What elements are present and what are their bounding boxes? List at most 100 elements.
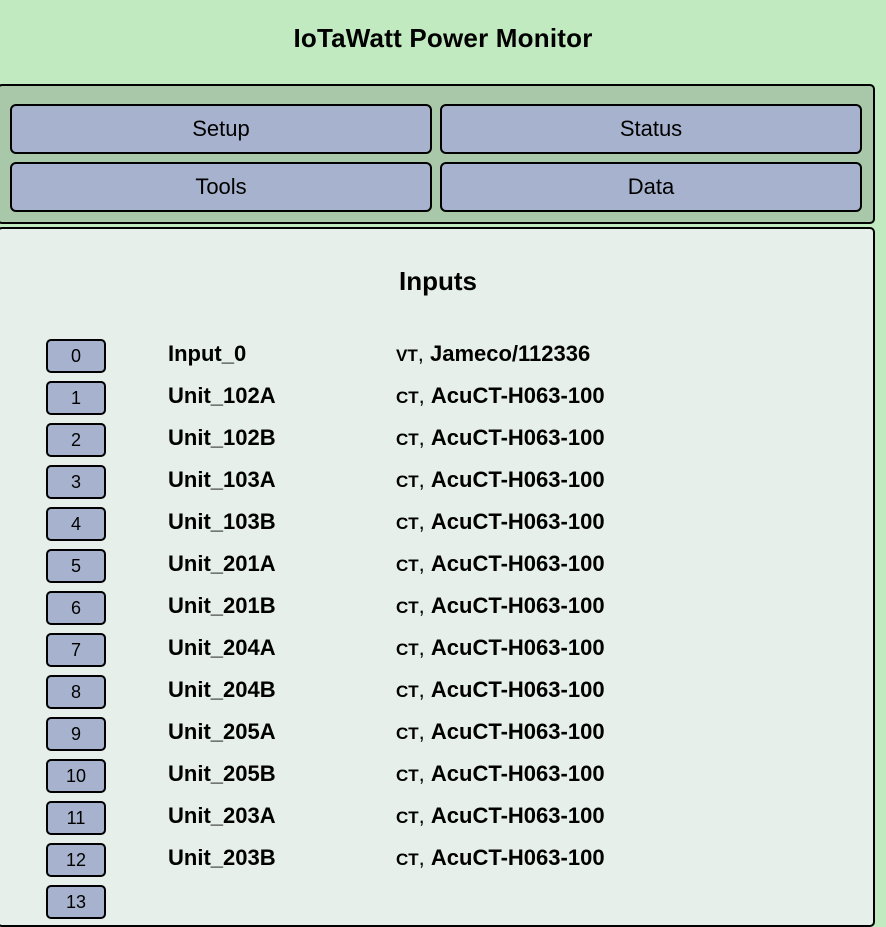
sensor-model: AcuCT-H063-100: [430, 719, 605, 744]
sensor-separator: ,: [418, 509, 425, 534]
input-sensor: CT, AcuCT-H063-100: [396, 803, 605, 829]
input-name: Unit_204A: [168, 635, 276, 660]
sensor-type-code: CT: [396, 556, 419, 575]
sensor-separator: ,: [418, 803, 425, 828]
sensor-separator: ,: [418, 845, 425, 870]
tools-button[interactable]: Tools: [10, 162, 432, 212]
sensor-type-code: CT: [396, 850, 419, 869]
sensor-model: AcuCT-H063-100: [430, 509, 605, 534]
sensor-separator: ,: [418, 551, 425, 576]
sensor-separator: ,: [417, 341, 424, 366]
input-sensor: VT, Jameco/112336: [396, 341, 590, 367]
sensor-model: AcuCT-H063-100: [430, 677, 605, 702]
sensor-type-code: CT: [396, 472, 419, 491]
sensor-model: Jameco/112336: [429, 341, 591, 366]
input-row: 11 Unit_203A CT, AcuCT-H063-100: [0, 801, 877, 837]
sensor-type-code: CT: [396, 430, 419, 449]
sensor-type-code: CT: [396, 724, 419, 743]
sensor-type-code: CT: [396, 514, 419, 533]
input-row: 12 Unit_203B CT, AcuCT-H063-100: [0, 843, 877, 879]
input-name: Unit_102B: [168, 425, 276, 450]
input-sensor: CT, AcuCT-H063-100: [396, 719, 605, 745]
input-sensor: CT, AcuCT-H063-100: [396, 467, 605, 493]
channel-button[interactable]: 7: [46, 633, 106, 667]
input-sensor: CT, AcuCT-H063-100: [396, 761, 605, 787]
input-name: Unit_201A: [168, 551, 276, 576]
input-row: 9 Unit_205A CT, AcuCT-H063-100: [0, 717, 877, 753]
input-name: Unit_203B: [168, 845, 276, 870]
input-row: 10 Unit_205B CT, AcuCT-H063-100: [0, 759, 877, 795]
input-sensor: CT, AcuCT-H063-100: [396, 677, 605, 703]
sensor-model: AcuCT-H063-100: [430, 551, 605, 576]
input-name: Unit_205B: [168, 761, 276, 786]
sensor-type-code: CT: [396, 388, 419, 407]
input-name: Unit_102A: [168, 383, 276, 408]
channel-button[interactable]: 8: [46, 675, 106, 709]
input-sensor: CT, AcuCT-H063-100: [396, 509, 605, 535]
input-row: 8 Unit_204B CT, AcuCT-H063-100: [0, 675, 877, 711]
channel-button[interactable]: 9: [46, 717, 106, 751]
input-row: 2 Unit_102B CT, AcuCT-H063-100: [0, 423, 877, 459]
sensor-model: AcuCT-H063-100: [430, 467, 605, 492]
input-name: Unit_103A: [168, 467, 276, 492]
sensor-model: AcuCT-H063-100: [430, 383, 605, 408]
sensor-separator: ,: [418, 593, 425, 618]
input-row: 4 Unit_103B CT, AcuCT-H063-100: [0, 507, 877, 543]
input-row: 13: [0, 885, 877, 921]
input-name: Unit_103B: [168, 509, 276, 534]
input-row: 7 Unit_204A CT, AcuCT-H063-100: [0, 633, 877, 669]
setup-button[interactable]: Setup: [10, 104, 432, 154]
channel-button[interactable]: 11: [46, 801, 106, 835]
input-sensor: CT, AcuCT-H063-100: [396, 635, 605, 661]
sensor-type-code: CT: [396, 598, 419, 617]
channel-button[interactable]: 10: [46, 759, 106, 793]
sensor-separator: ,: [418, 635, 425, 660]
channel-button[interactable]: 6: [46, 591, 106, 625]
input-sensor: CT, AcuCT-H063-100: [396, 551, 605, 577]
input-sensor: CT, AcuCT-H063-100: [396, 593, 605, 619]
sensor-model: AcuCT-H063-100: [430, 845, 605, 870]
sensor-type-code: VT: [396, 346, 418, 365]
channel-button[interactable]: 3: [46, 465, 106, 499]
input-name: Unit_204B: [168, 677, 276, 702]
sensor-separator: ,: [418, 761, 425, 786]
app-header: IoTaWatt Power Monitor: [0, 0, 886, 84]
status-button[interactable]: Status: [440, 104, 862, 154]
sensor-type-code: CT: [396, 766, 419, 785]
input-row: 6 Unit_201B CT, AcuCT-H063-100: [0, 591, 877, 627]
input-row: 0 Input_0 VT, Jameco/112336: [0, 339, 877, 375]
input-sensor: CT, AcuCT-H063-100: [396, 383, 605, 409]
sensor-model: AcuCT-H063-100: [430, 761, 605, 786]
sensor-separator: ,: [418, 425, 425, 450]
input-name: Input_0: [168, 341, 247, 366]
channel-button[interactable]: 2: [46, 423, 106, 457]
sensor-type-code: CT: [396, 640, 419, 659]
input-sensor: CT, AcuCT-H063-100: [396, 845, 605, 871]
input-row: 5 Unit_201A CT, AcuCT-H063-100: [0, 549, 877, 585]
input-sensor: CT, AcuCT-H063-100: [396, 425, 605, 451]
sensor-separator: ,: [418, 677, 425, 702]
channel-button[interactable]: 0: [46, 339, 106, 373]
input-row: 3 Unit_103A CT, AcuCT-H063-100: [0, 465, 877, 501]
input-name: Unit_203A: [168, 803, 276, 828]
channel-button[interactable]: 12: [46, 843, 106, 877]
channel-button[interactable]: 4: [46, 507, 106, 541]
channel-button[interactable]: 1: [46, 381, 106, 415]
channel-button[interactable]: 13: [46, 885, 106, 919]
sensor-model: AcuCT-H063-100: [430, 803, 605, 828]
sensor-type-code: CT: [396, 682, 419, 701]
sensor-type-code: CT: [396, 808, 419, 827]
inputs-title: Inputs: [399, 266, 477, 296]
channel-button[interactable]: 5: [46, 549, 106, 583]
sensor-model: AcuCT-H063-100: [430, 635, 605, 660]
input-row: 1 Unit_102A CT, AcuCT-H063-100: [0, 381, 877, 417]
sensor-separator: ,: [418, 719, 425, 744]
sensor-model: AcuCT-H063-100: [430, 593, 605, 618]
input-name: Unit_205A: [168, 719, 276, 744]
sensor-separator: ,: [418, 467, 425, 492]
data-button[interactable]: Data: [440, 162, 862, 212]
app-title: IoTaWatt Power Monitor: [293, 23, 593, 53]
input-name: Unit_201B: [168, 593, 276, 618]
nav-panel: Setup Status Tools Data: [0, 84, 875, 224]
